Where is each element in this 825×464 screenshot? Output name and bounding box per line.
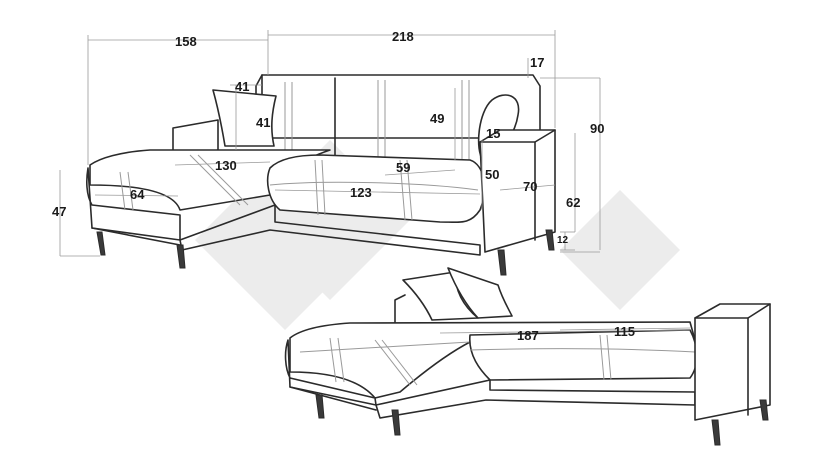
label-total-height: 90	[590, 121, 604, 136]
label-cushion-height: 41	[256, 115, 270, 130]
label-back-height: 49	[430, 111, 444, 126]
label-chaise-length: 130	[215, 158, 237, 173]
label-seat-depth: 50	[485, 167, 499, 182]
label-pillow-depth: 15	[486, 126, 500, 141]
label-arm-depth: 70	[523, 179, 537, 194]
label-sofa-width: 218	[392, 29, 414, 44]
dimension-lines	[59, 30, 601, 257]
label-bed-length: 187	[517, 328, 539, 343]
sofa-seated-drawing	[59, 30, 601, 276]
label-bed-width: 115	[614, 324, 635, 339]
label-seat-height: 47	[52, 204, 66, 219]
label-chaise-seat-width: 64	[130, 187, 145, 202]
label-leg-height: 12	[557, 235, 569, 246]
label-armrest-width: 17	[530, 55, 544, 70]
sofa-bed-drawing	[284, 267, 771, 446]
label-chaise-depth: 41	[235, 79, 249, 94]
dimension-labels: 158 218 17 90 41 41 49 15 50 130 59 123 …	[52, 29, 635, 343]
label-seat-width: 123	[350, 185, 372, 200]
label-total-width: 158	[175, 34, 197, 49]
label-seat-depth-inner: 59	[396, 160, 410, 175]
label-arm-height: 62	[566, 195, 580, 210]
